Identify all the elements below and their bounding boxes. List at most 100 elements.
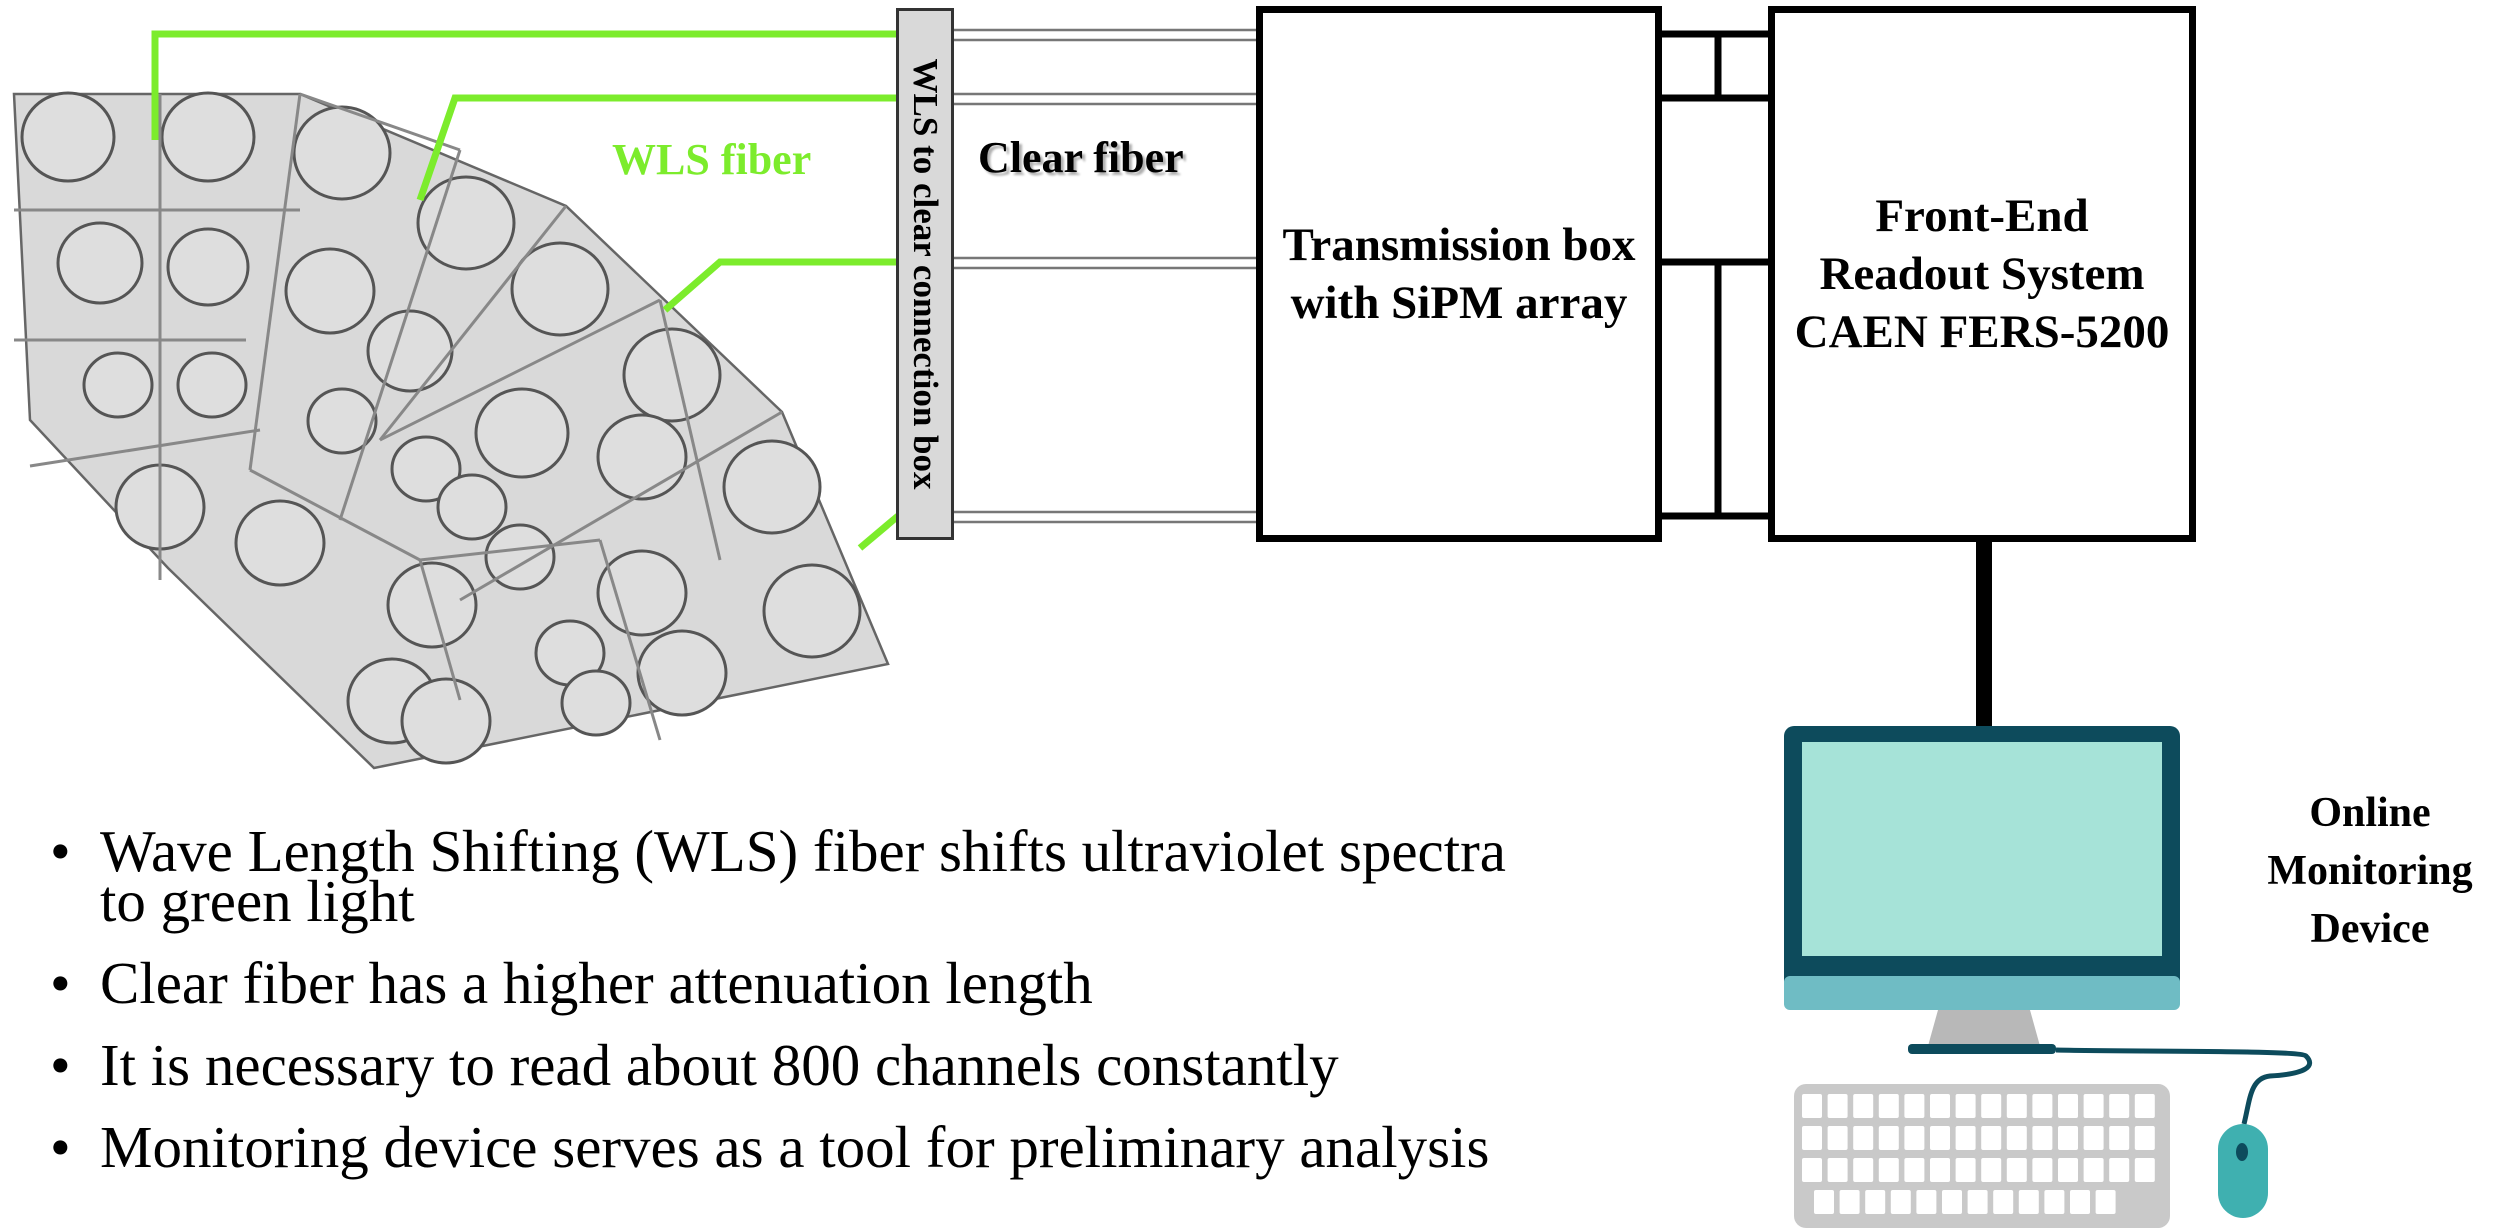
frontend-box-line-2: Readout System [1819, 248, 2145, 300]
monitor-label-line-2: Monitoring [2267, 848, 2473, 894]
wls-fiber-lines [151, 30, 901, 551]
bullet-item: It is necessary to read about 800 channe… [50, 1036, 1540, 1095]
wls-fiber-loop [474, 387, 570, 479]
tile-seam [418, 559, 462, 701]
wls-fiber-loop [176, 351, 248, 419]
tile-seam [598, 539, 662, 741]
transmission-box: Transmission box with SiPM array [1256, 6, 1662, 542]
keyboard-key [1955, 1158, 1976, 1182]
keyboard-key [1853, 1094, 1874, 1118]
wls-to-clear-connection-box [896, 8, 954, 540]
keyboard-key [1878, 1126, 1899, 1150]
tile-seam [249, 468, 421, 562]
transmission-box-line-2: with SiPM array [1290, 277, 1628, 329]
keyboard-key [1930, 1158, 1950, 1182]
keyboard-key [2083, 1126, 2104, 1150]
wls-fiber-loop [484, 523, 556, 591]
keyboard-key [1942, 1190, 1962, 1214]
tile-seam [459, 410, 783, 602]
keyboard-key [2109, 1126, 2130, 1150]
wls-fiber-loop [510, 241, 610, 337]
keyboard-key [1904, 1158, 1925, 1182]
wls-fiber-loop [560, 669, 632, 737]
keyboard-key [2058, 1094, 2078, 1118]
connection-box-label: WLS to clear connection box [906, 58, 945, 490]
wls-fiber-loop [596, 413, 688, 501]
transmission-box-line-1: Transmission box [1282, 219, 1636, 271]
keyboard-key [2006, 1158, 2027, 1182]
wls-fiber-loop [56, 221, 144, 305]
keyboard-icon [1794, 1084, 2170, 1228]
wls-fiber-1 [151, 30, 898, 140]
wls-fiber-loop [20, 91, 116, 183]
frontend-box-line-3: CAEN FERS-5200 [1794, 306, 2170, 358]
keyboard-key [2134, 1126, 2155, 1150]
tile-seam [378, 205, 568, 441]
bullet-item: Monitoring device serves as a tool for p… [50, 1118, 1540, 1177]
wls-fiber-loop [622, 327, 722, 423]
keyboard-key [2083, 1158, 2104, 1182]
keyboard-key [2006, 1094, 2027, 1118]
keyboard-key [2032, 1126, 2053, 1150]
wls-fiber-loop [82, 351, 154, 419]
wls-fiber-2 [416, 94, 898, 202]
keyboard-key [2058, 1126, 2078, 1150]
keyboard-key [2058, 1158, 2078, 1182]
wls-fiber-loop [306, 387, 378, 455]
keyboard-key [2134, 1158, 2155, 1182]
keyboard-key [1981, 1094, 2002, 1118]
keyboard-key [1955, 1094, 1976, 1118]
wls-fiber-loop [160, 91, 256, 183]
keyboard-key [2109, 1158, 2130, 1182]
keyboard-key [1853, 1126, 1874, 1150]
clear-fiber-label: Clear fiber [978, 133, 1184, 182]
monitor-label-line-3: Device [2310, 906, 2430, 952]
readout-cables [1662, 30, 1768, 520]
wls-fiber-loop [284, 247, 376, 335]
wls-fiber-4 [857, 513, 901, 551]
tile-seam [248, 93, 302, 471]
keyboard-key [2095, 1190, 2116, 1214]
monitor-label-line-1: Online [2309, 790, 2431, 836]
tile-seam [338, 149, 462, 521]
wls-fiber-loop [722, 439, 822, 535]
wls-fiber-3 [662, 258, 898, 313]
keyboard-key [1802, 1126, 1822, 1150]
keyboard-key [1827, 1158, 1848, 1182]
wls-fiber-label: WLS fiber [612, 135, 812, 184]
frontend-box-line-1: Front-End [1875, 190, 2089, 242]
tile-seam [419, 538, 601, 562]
keyboard-key [1993, 1190, 2014, 1214]
keyboard-key [2018, 1190, 2039, 1214]
keyboard-key [2109, 1094, 2130, 1118]
bullet-list: Wave Length Shifting (WLS) fiber shifts … [50, 822, 1540, 1204]
keyboard-key [2032, 1094, 2053, 1118]
tile-seam [29, 428, 261, 468]
keyboard-key [1904, 1094, 1925, 1118]
tile-seam [379, 298, 661, 442]
keyboard-key [2044, 1190, 2065, 1214]
keyboard-key [2032, 1158, 2053, 1182]
wls-fiber-loop [234, 499, 326, 587]
keyboard-key [1955, 1126, 1976, 1150]
keyboard-key [1839, 1190, 1860, 1214]
keyboard-key [1865, 1190, 1886, 1214]
wls-fiber-loop [166, 227, 250, 307]
wls-fiber-loop [436, 473, 508, 541]
keyboard-key [1814, 1190, 1834, 1214]
keyboard-key [1853, 1158, 1874, 1182]
keyboard-key [1981, 1126, 2002, 1150]
clear-fiber-lines [954, 28, 1256, 524]
wls-fiber-loop [366, 309, 454, 393]
wls-fiber-loop [762, 563, 862, 659]
keyboard-key [1827, 1126, 1848, 1150]
keyboard-key [1878, 1094, 1899, 1118]
tile-seam [299, 92, 461, 152]
scintillator-tile-grid [12, 91, 890, 770]
keyboard-key [1981, 1158, 2002, 1182]
wls-fiber-loop [636, 629, 728, 717]
keyboard-key [2083, 1094, 2104, 1118]
wls-fiber-loop [596, 549, 688, 637]
keyboard-key [1904, 1126, 1925, 1150]
